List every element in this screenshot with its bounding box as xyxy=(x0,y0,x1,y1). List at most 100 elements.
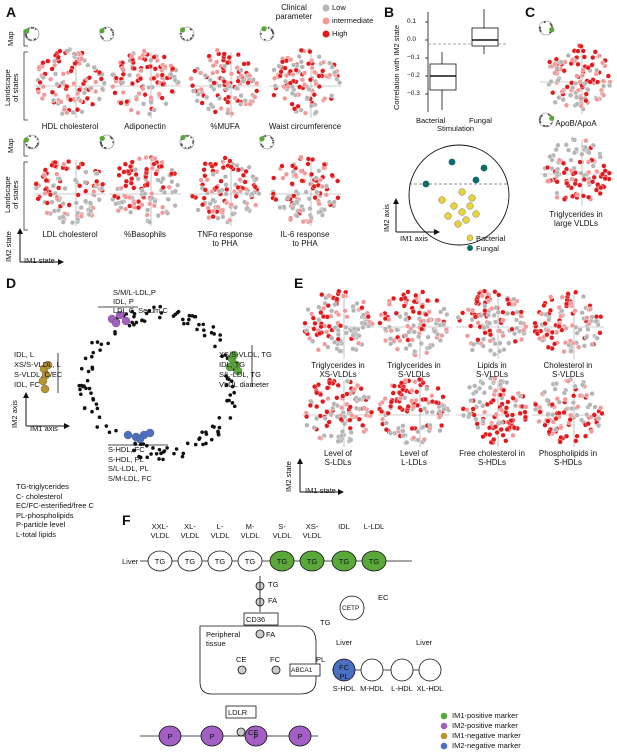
scatter-point xyxy=(360,422,366,428)
f-abca1-box xyxy=(289,663,321,677)
scatter-point xyxy=(580,67,586,73)
scatter-point xyxy=(287,80,293,86)
ring-point xyxy=(218,333,223,337)
scatter-point xyxy=(589,341,595,348)
scatter-point xyxy=(222,174,229,180)
ring-point xyxy=(195,327,199,332)
scatter-point xyxy=(351,326,358,332)
ring-point xyxy=(213,344,217,349)
scatter-point xyxy=(407,342,413,348)
scatter-point xyxy=(172,202,178,209)
scatter-point xyxy=(581,343,588,349)
scatter-point xyxy=(320,398,326,405)
scatter-point xyxy=(405,323,411,329)
ring-point xyxy=(230,401,235,405)
scatter-point xyxy=(141,48,147,54)
a-caption-3: Waist circumference xyxy=(268,122,342,131)
green-point xyxy=(225,362,235,372)
scatter-point xyxy=(588,428,595,435)
scatter-point xyxy=(320,59,327,65)
scatter-point xyxy=(411,435,417,441)
scatter-point xyxy=(235,52,241,58)
scatter-point xyxy=(338,416,344,422)
scatter-point xyxy=(441,306,447,312)
scatter-point xyxy=(94,178,100,184)
ring-point xyxy=(204,441,208,446)
scatter-point xyxy=(580,48,586,54)
scatter-point xyxy=(283,73,290,79)
ring-point xyxy=(217,415,222,420)
scatter-point xyxy=(577,182,583,188)
scatter-point xyxy=(549,157,555,163)
c-caption-2: Triglycerides in large VLDLs xyxy=(549,210,603,228)
scatter-point xyxy=(532,320,538,326)
scatter-point xyxy=(479,293,485,299)
ring-point xyxy=(142,319,147,323)
scatter-point xyxy=(411,298,417,305)
b-ytick-label: −0.2 xyxy=(407,72,420,79)
scatter-point xyxy=(129,80,136,87)
scatter-point xyxy=(573,80,579,86)
scatter-point xyxy=(334,296,340,302)
axes-arrow-b xyxy=(393,198,440,235)
scatter-point xyxy=(135,176,141,182)
scatter-point xyxy=(335,331,341,338)
scatter-point xyxy=(536,418,542,425)
scatter-point xyxy=(299,64,305,70)
scatter-point xyxy=(305,161,311,167)
scatter-point xyxy=(344,391,350,397)
tan-point xyxy=(38,376,48,386)
ring-point xyxy=(229,379,234,383)
scatter-point xyxy=(127,163,134,170)
scatter-point xyxy=(397,395,404,402)
scatter-point xyxy=(532,406,539,413)
scatter-point xyxy=(553,380,559,387)
scatter-point xyxy=(563,142,569,148)
scatter-point xyxy=(59,111,65,117)
scatter-point xyxy=(334,402,340,409)
scatter-point xyxy=(482,409,488,415)
scatter-point xyxy=(577,393,583,399)
scatter-point xyxy=(579,72,586,79)
scatter-point xyxy=(242,98,248,104)
map-icon-a-0 xyxy=(24,26,40,42)
scatter-point xyxy=(492,388,498,394)
scatter-point xyxy=(216,188,222,194)
scatter-point xyxy=(306,196,312,202)
scatter-point xyxy=(101,80,107,86)
f-legend-2: IM2-positive marker xyxy=(452,721,518,730)
scatter-point xyxy=(339,428,346,435)
scatter-point xyxy=(60,201,66,207)
scatter-point xyxy=(144,207,151,213)
scatter-point xyxy=(593,187,600,193)
scatter-point xyxy=(235,184,241,191)
scatter-point xyxy=(325,396,331,402)
scatter-point xyxy=(210,70,216,76)
scatter-point xyxy=(575,61,581,67)
scatter-point xyxy=(119,65,125,72)
f-liver-2: Liver xyxy=(336,638,353,647)
scatter-point xyxy=(438,422,445,429)
scatter-point xyxy=(504,426,510,433)
scatter-point xyxy=(300,219,306,225)
scatter-point xyxy=(323,192,329,198)
scatter-point xyxy=(305,61,312,67)
scatter-point xyxy=(224,186,230,193)
scatter-point xyxy=(340,393,346,399)
scatter-point xyxy=(356,333,362,339)
scatter-point xyxy=(158,163,165,170)
scatter-point xyxy=(558,425,564,431)
scatter-point xyxy=(210,214,216,220)
f-ldlr-label: LDLR xyxy=(228,708,248,717)
scatter-e-7 xyxy=(532,376,605,447)
scatter-point xyxy=(60,214,66,220)
ring-point xyxy=(106,341,110,346)
scatter-point xyxy=(584,392,590,399)
b-ytick-label: 0.0 xyxy=(407,36,417,43)
f-p-3: P xyxy=(297,732,303,741)
scatter-point xyxy=(225,110,231,116)
scatter-point xyxy=(303,189,309,195)
map-icon-a-3 xyxy=(259,26,275,42)
scatter-point xyxy=(482,303,488,309)
scatter-e-3 xyxy=(532,289,604,359)
